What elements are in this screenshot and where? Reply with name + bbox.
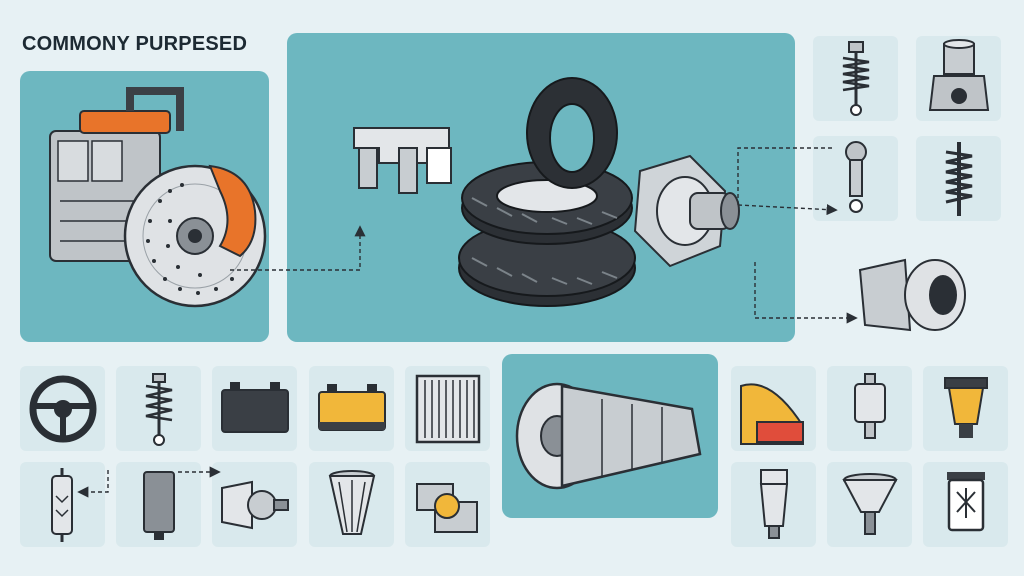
steering-wheel-icon bbox=[29, 375, 97, 443]
tie-rod-end-icon bbox=[845, 141, 867, 213]
tile-radiator[interactable] bbox=[405, 366, 490, 451]
tire-stack-icon bbox=[458, 77, 636, 307]
tile-tie-rod[interactable] bbox=[813, 136, 898, 221]
shock-absorber-icon bbox=[842, 41, 870, 116]
car-battery-icon bbox=[221, 382, 289, 433]
radiator-icon bbox=[415, 374, 481, 444]
funnel-filter-icon bbox=[842, 473, 898, 535]
spark-plug-filter-icon bbox=[759, 469, 789, 539]
air-filter-cylinder-icon bbox=[143, 471, 175, 540]
sensor-module-icon bbox=[416, 483, 478, 533]
tile-coilover[interactable] bbox=[116, 366, 201, 451]
transmission-panel[interactable] bbox=[502, 354, 718, 518]
tile-headlight-assembly[interactable] bbox=[212, 462, 297, 547]
bearing-hub-icon bbox=[858, 258, 966, 332]
tile-sensor-module[interactable] bbox=[405, 462, 490, 547]
piston-housing-icon bbox=[928, 39, 990, 111]
brake-caliper-bracket-icon bbox=[353, 127, 452, 194]
cone-filter-icon bbox=[328, 470, 376, 535]
tires-panel[interactable] bbox=[287, 33, 795, 342]
tile-coil-spring[interactable] bbox=[916, 136, 1001, 221]
tile-car-battery[interactable] bbox=[212, 366, 297, 451]
tile-tail-light[interactable] bbox=[731, 366, 816, 451]
transmission-icon bbox=[515, 382, 702, 490]
page-title: COMMONY PURPESED bbox=[22, 33, 248, 55]
engine-brake-assembly-icon bbox=[49, 87, 267, 308]
tile-cone-filter[interactable] bbox=[309, 462, 394, 547]
yellow-battery-icon bbox=[318, 384, 386, 431]
tile-air-filter-cylinder[interactable] bbox=[116, 462, 201, 547]
tile-piston-housing[interactable] bbox=[916, 36, 1001, 121]
tile-spark-plug-filter[interactable] bbox=[731, 462, 816, 547]
coilover-icon bbox=[145, 373, 173, 446]
tile-funnel-filter[interactable] bbox=[827, 462, 912, 547]
fuel-filter-icon bbox=[854, 373, 886, 439]
tile-fuel-filter[interactable] bbox=[827, 366, 912, 451]
headlight-assembly-icon bbox=[221, 480, 289, 530]
coil-spring-icon bbox=[945, 142, 973, 216]
engine-panel[interactable] bbox=[20, 71, 269, 342]
tail-light-icon bbox=[740, 383, 804, 445]
tile-shock-absorber[interactable] bbox=[813, 36, 898, 121]
cartridge-filter-icon bbox=[947, 472, 985, 532]
wheel-hub-icon bbox=[633, 154, 740, 268]
tile-cartridge-filter[interactable] bbox=[923, 462, 1008, 547]
tile-oil-filter[interactable] bbox=[923, 366, 1008, 451]
oil-filter-icon bbox=[944, 377, 988, 438]
tile-yellow-battery[interactable] bbox=[309, 366, 394, 451]
tile-steering-wheel[interactable] bbox=[20, 366, 105, 451]
inline-filter-icon bbox=[51, 468, 73, 542]
tile-inline-filter[interactable] bbox=[20, 462, 105, 547]
